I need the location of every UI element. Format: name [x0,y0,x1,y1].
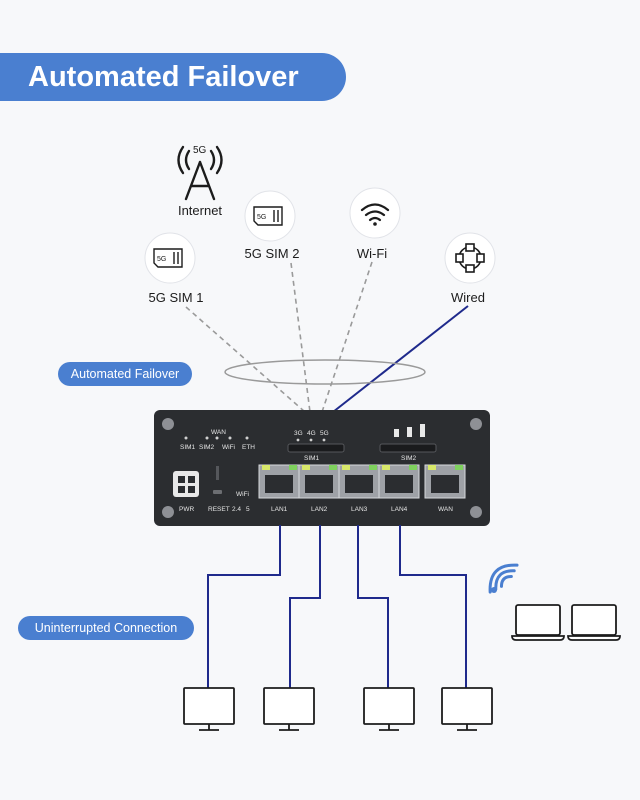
sim2-slot-label: SIM2 [401,455,417,462]
sim-card-icon [153,248,183,268]
status-leds [184,436,326,442]
wifi-band-label: WiFi [236,491,249,498]
failover-pill-text: Automated Failover [70,367,180,381]
sim2-icon-bg [244,190,296,242]
wifi-label: Wi-Fi [356,246,388,261]
cable-lan3 [357,525,389,688]
led-label-wifi: WiFi [222,444,235,451]
monitor-icon [363,687,415,731]
port-label-lan2: LAN2 [311,506,328,513]
cable-lan2 [289,525,321,688]
power-connector [173,471,199,497]
page-title: Automated Failover [28,60,299,93]
reset-button [213,490,222,494]
title-banner: Automated Failover [0,53,346,101]
link-sim2 [290,262,311,413]
sim1-label: 5G SIM 1 [148,290,204,305]
laptop-icon [567,604,621,641]
failover-pill: Automated Failover [58,362,192,386]
led-label-eth: ETH [242,444,255,451]
antenna-icon [177,145,223,201]
sim1-icon-bg [144,232,196,284]
connection-pill: Uninterrupted Connection [18,616,194,640]
network-icon [455,243,485,273]
sim1-slot-label: SIM1 [304,455,320,462]
monitor-icon [441,687,493,731]
wifi-icon [360,203,390,222]
port-lan2 [298,464,340,499]
sim2-5g-badge: 5G [257,214,266,221]
monitor-icon [263,687,315,731]
cable-lan1 [207,525,281,688]
wired-label: Wired [451,290,485,305]
sim1-5g-badge: 5G [157,256,166,263]
router-screws [162,418,482,518]
port-label-lan4: LAN4 [391,506,408,513]
port-lan4 [378,464,420,499]
wifi-band-5: 5 [246,506,250,513]
sim2-label: 5G SIM 2 [244,246,300,261]
sim-card-icon [253,206,283,226]
port-lan3 [338,464,380,499]
pwr-label: PWR [179,506,194,513]
cable-lan4 [399,525,467,688]
net-label-3g: 3G [294,430,303,437]
laptop-icon [511,604,565,641]
connection-pill-text: Uninterrupted Connection [34,621,178,635]
net-label-5g: 5G [320,430,329,437]
wifi-icon-bg [349,187,401,239]
lan-cables [207,525,467,688]
port-label-wan: WAN [438,506,453,513]
tower-5g-badge: 5G [193,145,207,156]
internet-label: Internet [177,203,223,218]
led-label-wan: WAN [211,429,226,436]
sim1-slot [287,443,345,453]
port-label-lan1: LAN1 [271,506,288,513]
wireless-signal-icon [488,563,519,594]
link-wifi [321,261,373,413]
reset-label: RESET [208,506,230,513]
port-label-lan3: LAN3 [351,506,368,513]
link-wired [332,305,469,413]
port-wan [424,464,466,499]
sim2-slot [379,443,437,453]
failover-ellipse [224,359,426,385]
monitor-icon [183,687,235,731]
led-label-sim2: SIM2 [199,444,215,451]
port-lan1 [258,464,300,499]
ethernet-ports [258,464,466,499]
wired-icon-bg [444,232,496,284]
wifi-band-24: 2.4 [232,506,241,513]
link-sim1 [185,306,306,413]
led-label-sim1: SIM1 [180,444,196,451]
net-label-4g: 4G [307,430,316,437]
